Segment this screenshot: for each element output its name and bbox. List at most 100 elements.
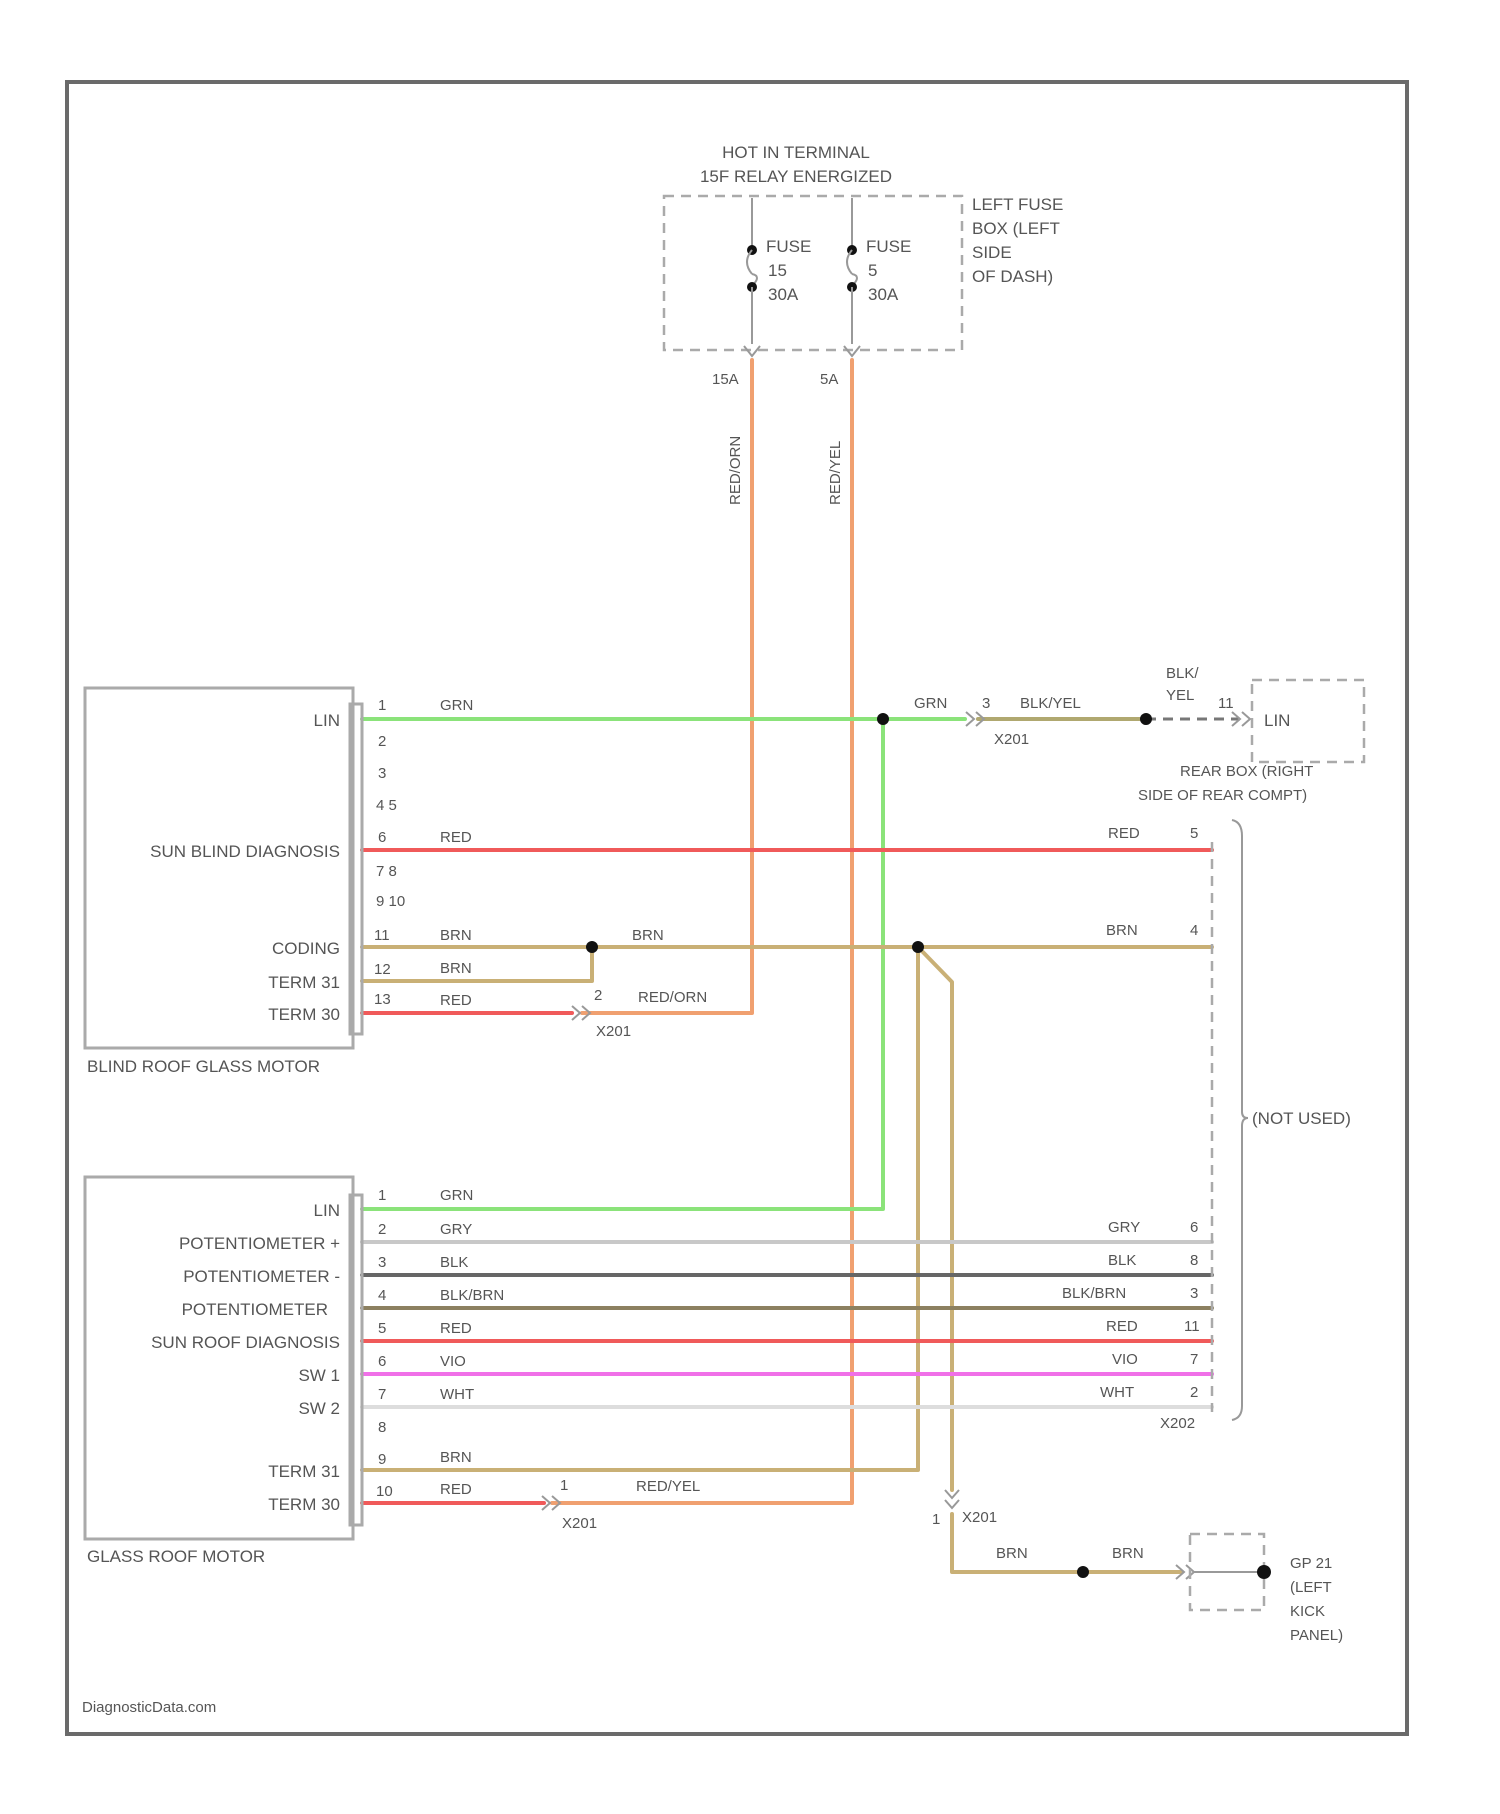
glass-pin-6: 6	[378, 1353, 386, 1370]
glass-label-pot-minus: POTENTIOMETER -	[183, 1267, 340, 1286]
glass-label-diag: SUN ROOF DIAGNOSIS	[151, 1333, 340, 1352]
lin-branch-connector: X201	[994, 731, 1029, 748]
rear-box-lin: LIN	[1264, 711, 1290, 730]
glass-wire-t30: RED	[440, 1481, 472, 1498]
blind-wire-coding: BRN	[440, 927, 472, 944]
x201-glass-pin: 1	[560, 1477, 568, 1494]
blind-label-coding: CODING	[272, 939, 340, 958]
glass-pin-9: 9	[378, 1451, 386, 1468]
fuse-5-name: FUSE	[866, 237, 911, 256]
fuse-box-outline	[664, 196, 962, 350]
glass-wire-diag: RED	[440, 1320, 472, 1337]
fuse-box-label-2: BOX (LEFT	[972, 219, 1060, 238]
glass-label-pot-plus: POTENTIOMETER +	[179, 1234, 340, 1253]
fuse-5: FUSE 5 30A	[847, 198, 911, 344]
blind-wire-t30-x: RED/ORN	[638, 989, 707, 1006]
blind-wire-t31: BRN	[440, 960, 472, 977]
glass-label-t30: TERM 30	[268, 1495, 340, 1514]
glass-wire-t30-x: RED/YEL	[636, 1478, 700, 1495]
ground-wire-2: BRN	[1112, 1545, 1144, 1562]
glass-wire-pot: BLK/BRN	[440, 1287, 504, 1304]
lin-branch-pin: 3	[982, 695, 990, 712]
glass-wire-t31: BRN	[440, 1449, 472, 1466]
blind-label-diag: SUN BLIND DIAGNOSIS	[150, 842, 340, 861]
glass-pin-8: 8	[378, 1419, 386, 1436]
x202-wire-8: WHT	[1100, 1384, 1134, 1401]
ground-label-2: (LEFT	[1290, 1579, 1332, 1596]
glass-pin-7: 7	[378, 1386, 386, 1403]
glass-pin-10: 10	[376, 1483, 393, 1500]
lin-branch-wire-grn: GRN	[914, 695, 947, 712]
blind-wire-diag: RED	[440, 829, 472, 846]
blind-wire-coding-splice: BRN	[632, 927, 664, 944]
x202-not-used: (NOT USED)	[1252, 1109, 1351, 1128]
glass-wire-sw1: VIO	[440, 1353, 466, 1370]
x202-pin-1: 5	[1190, 825, 1198, 842]
glass-label-lin: LIN	[314, 1201, 340, 1220]
glass-wire-pot-minus: BLK	[440, 1254, 468, 1271]
x202-wire-4: BLK	[1108, 1252, 1136, 1269]
splice-brn-ground	[1077, 1566, 1089, 1578]
glass-label-t31: TERM 31	[268, 1462, 340, 1481]
lin-branch-wire-right-2: YEL	[1166, 687, 1194, 704]
glass-pin-4: 4	[378, 1287, 386, 1304]
x202-pin-8: 2	[1190, 1384, 1198, 1401]
fuse-15-name: FUSE	[766, 237, 811, 256]
wire-blind-t31	[362, 947, 592, 981]
blind-motor-title: BLIND ROOF GLASS MOTOR	[87, 1057, 320, 1076]
x202-wire-3: GRY	[1108, 1219, 1140, 1236]
ground-label-1: GP 21	[1290, 1555, 1332, 1572]
splice-brn-blind	[586, 941, 598, 953]
x202-pin-6: 11	[1184, 1318, 1200, 1335]
lin-branch: GRN 3 BLK/YEL X201 BLK/ YEL 11 LIN REAR …	[914, 665, 1364, 804]
ground-wire-1: BRN	[996, 1545, 1028, 1562]
blind-pin-910: 9 10	[376, 893, 405, 910]
rear-box-label-2: SIDE OF REAR COMPT)	[1138, 787, 1307, 804]
blind-label-t30: TERM 30	[268, 1005, 340, 1024]
blind-pin-6: 6	[378, 829, 386, 846]
glass-wire-lin: GRN	[440, 1187, 473, 1204]
glass-label-sw2: SW 2	[298, 1399, 340, 1418]
x202-wire-2: BRN	[1106, 922, 1138, 939]
watermark: DiagnosticData.com	[82, 1699, 216, 1716]
glass-wire-sw2: WHT	[440, 1386, 474, 1403]
glass-pin-3: 3	[378, 1254, 386, 1271]
glass-motor-title: GLASS ROOF MOTOR	[87, 1547, 265, 1566]
x201-glass-name: X201	[562, 1515, 597, 1532]
glass-roof-motor: GLASS ROOF MOTOR LIN POTENTIOMETER + POT…	[85, 1177, 700, 1566]
glass-pin-1: 1	[378, 1187, 386, 1204]
lin-branch-pin-right: 11	[1218, 695, 1234, 712]
x201-connector-ground: 1 X201	[932, 1490, 997, 1528]
x201-ground-pin: 1	[932, 1511, 940, 1528]
wire-label-red-yel: RED/YEL	[827, 441, 844, 505]
glass-label-sw1: SW 1	[298, 1366, 340, 1385]
blind-pin-12: 12	[374, 961, 391, 978]
x201-ground-name: X201	[962, 1509, 997, 1526]
splice-blk-yel	[1140, 713, 1152, 725]
fuse-5-num: 5	[868, 261, 877, 280]
x202-wire-5: BLK/BRN	[1062, 1285, 1126, 1302]
blind-wire-lin: GRN	[440, 697, 473, 714]
fuse-box-label-1: LEFT FUSE	[972, 195, 1063, 214]
x202-pin-5: 3	[1190, 1285, 1198, 1302]
glass-pin-2: 2	[378, 1221, 386, 1238]
x202-pin-3: 6	[1190, 1219, 1198, 1236]
glass-pin-5: 5	[378, 1320, 386, 1337]
glass-wire-pot-plus: GRY	[440, 1221, 472, 1238]
blind-label-t31: TERM 31	[268, 973, 340, 992]
wire-red-yel-feed	[552, 360, 852, 1503]
x202-pin-2: 4	[1190, 922, 1198, 939]
x201-blind-pin: 2	[594, 987, 602, 1004]
x202-wire-7: VIO	[1112, 1351, 1138, 1368]
wire-label-red-orn: RED/ORN	[727, 436, 744, 505]
splice-lin	[877, 713, 889, 725]
glass-label-pot: POTENTIOMETER	[182, 1300, 328, 1319]
header-line2: 15F RELAY ENERGIZED	[700, 167, 892, 186]
blind-pin-1: 1	[378, 697, 386, 714]
blind-roof-glass-motor: BLIND ROOF GLASS MOTOR LIN SUN BLIND DIA…	[85, 688, 707, 1076]
blind-pin-2: 2	[378, 733, 386, 750]
x202-wire-1: RED	[1108, 825, 1140, 842]
blind-pin-3: 3	[378, 765, 386, 782]
lin-branch-wire-right-1: BLK/	[1166, 665, 1199, 682]
